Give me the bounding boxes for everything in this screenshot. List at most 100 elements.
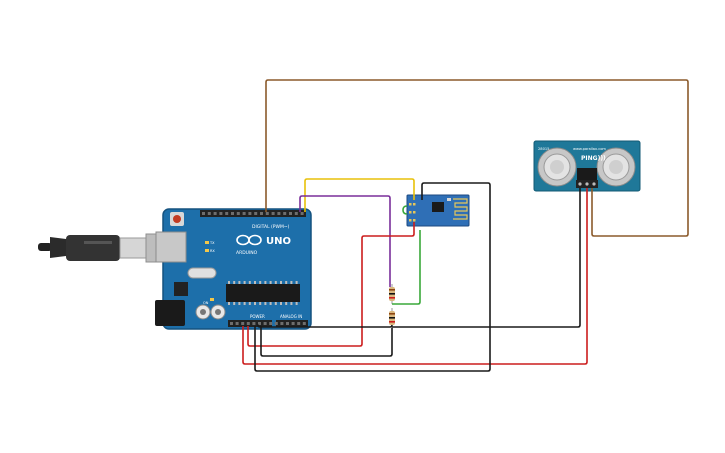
- wire-black[interactable]: [260, 326, 393, 357]
- antenna-icon: [453, 198, 468, 220]
- header-pin: [207, 212, 211, 215]
- header-pin: [248, 212, 252, 215]
- digital-label: DIGITAL (PWM~): [252, 224, 290, 230]
- chip-pin: [254, 281, 256, 284]
- chip-pin: [259, 281, 262, 284]
- usb-port[interactable]: [155, 231, 187, 263]
- power-label: POWER: [250, 314, 265, 319]
- crystal-oscillator: [187, 267, 217, 279]
- atmega-chip: [226, 284, 300, 302]
- board-brand: ARDUINO: [236, 250, 258, 256]
- chip-pin: [254, 302, 256, 305]
- rx-led: [205, 249, 209, 252]
- header-pin: [241, 322, 245, 325]
- esp-pin: [409, 219, 412, 222]
- header-pin: [294, 212, 298, 215]
- rx-label: RX: [210, 249, 215, 253]
- on-led: [210, 298, 214, 301]
- arduino-logo-icon: [236, 234, 262, 246]
- sensor-top-label: www.parallax.com: [573, 147, 606, 151]
- analog-label: ANALOG IN: [280, 314, 302, 319]
- chip-pin: [228, 302, 230, 305]
- chip-pin: [290, 281, 293, 284]
- power-jack[interactable]: [155, 300, 185, 326]
- chip-pin: [269, 302, 272, 305]
- esp-chip: [432, 202, 444, 212]
- header-pin: [225, 212, 229, 215]
- wires: [242, 79, 689, 372]
- chip-pin: [238, 302, 241, 305]
- sensor-part-label: 28015: [538, 147, 549, 151]
- header-pin: [269, 322, 273, 325]
- tx-label: TX: [209, 241, 215, 245]
- header-pin: [260, 212, 263, 215]
- chip-pin: [280, 281, 282, 284]
- chip-pin: [243, 302, 246, 305]
- usb-cable[interactable]: [38, 233, 167, 263]
- header-pin: [242, 212, 246, 215]
- header-pin: [202, 212, 205, 215]
- esp-pin: [413, 203, 416, 206]
- transducer-left: [537, 147, 577, 187]
- chip-pin: [285, 302, 288, 305]
- chip-pin: [238, 281, 241, 284]
- header-pin: [297, 322, 301, 325]
- header-pin: [289, 212, 292, 215]
- esp-pin: [409, 211, 412, 214]
- header-pin: [283, 212, 287, 215]
- header-pin: [286, 322, 289, 325]
- chip-pin: [248, 302, 251, 305]
- chip-pin: [290, 302, 293, 305]
- esp-pin: [413, 211, 416, 214]
- chip-pin: [233, 302, 236, 305]
- esp-pin: [413, 219, 416, 222]
- header-pin: [230, 322, 233, 325]
- wire-red[interactable]: [242, 188, 588, 365]
- header-pin: [300, 212, 304, 215]
- header-pin: [302, 322, 306, 325]
- header-pin: [254, 212, 258, 215]
- transducer-right: [596, 147, 636, 187]
- header-pin: [252, 322, 256, 325]
- header-pin: [291, 322, 295, 325]
- chip-pin: [243, 281, 246, 284]
- header-pin: [277, 212, 281, 215]
- chip-pin: [228, 281, 230, 284]
- on-label: ON: [203, 301, 209, 305]
- chip-pin: [264, 281, 267, 284]
- esp-pin: [409, 203, 412, 206]
- arduino-board[interactable]: UNO ARDUINO DIGITAL (PWM~) POWER ANALOG …: [155, 208, 312, 330]
- header-pin: [263, 322, 267, 325]
- power-header[interactable]: [228, 320, 272, 327]
- wire-yellow[interactable]: [304, 178, 415, 212]
- chip-pin: [259, 302, 262, 305]
- chip-pin: [248, 281, 251, 284]
- chip-pin: [285, 281, 288, 284]
- digital-header[interactable]: [200, 210, 306, 217]
- wire-brown[interactable]: [265, 79, 689, 237]
- header-pin: [231, 212, 234, 215]
- resistor[interactable]: [389, 308, 395, 328]
- chip-pin: [274, 281, 277, 284]
- chip-pin: [295, 281, 298, 284]
- wire-green[interactable]: [392, 230, 421, 305]
- chip-pin: [264, 302, 267, 305]
- wire-black[interactable]: [257, 324, 393, 328]
- ping-ultrasonic-sensor[interactable]: www.parallax.com 28015 PING))): [533, 140, 641, 192]
- wire-red[interactable]: [247, 222, 415, 347]
- header-pin: [258, 322, 261, 325]
- chip-pin: [274, 302, 277, 305]
- resistor[interactable]: [389, 284, 395, 304]
- header-pin: [246, 322, 250, 325]
- sensor-label: PING))): [581, 155, 606, 162]
- header-pin: [213, 212, 217, 215]
- esp8266-wifi-module[interactable]: [406, 194, 470, 227]
- wire-green[interactable]: [402, 205, 408, 215]
- chip-pin: [295, 302, 298, 305]
- wire-black[interactable]: [392, 188, 581, 328]
- wire-purple[interactable]: [299, 195, 391, 287]
- header-pin: [235, 322, 239, 325]
- wire-black[interactable]: [254, 182, 491, 372]
- header-pin: [280, 322, 284, 325]
- tx-led: [205, 241, 209, 244]
